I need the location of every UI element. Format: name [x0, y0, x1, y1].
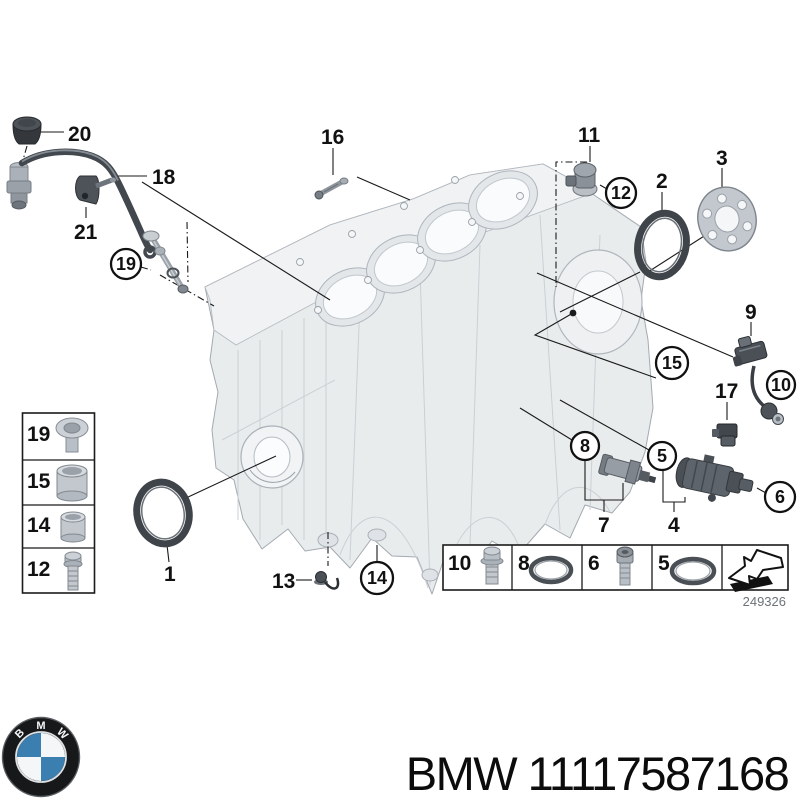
callout-circled-5: 5 [657, 446, 667, 466]
hex-bolt-icon [480, 546, 504, 585]
callout-7: 7 [598, 514, 610, 537]
callout-11: 11 [578, 124, 601, 147]
o-ring-icon-2 [669, 556, 717, 586]
legend-bottom-label-5: 5 [658, 552, 670, 575]
callout-17: 17 [715, 380, 738, 403]
callout-16: 16 [321, 126, 344, 149]
callout-1: 1 [164, 563, 176, 586]
guide-tube-part-19 [142, 230, 189, 294]
logo-letter-m: M [36, 720, 45, 732]
socket-bolt-icon [616, 546, 634, 586]
callout-4: 4 [668, 514, 680, 537]
legend-left-label-19: 19 [27, 423, 50, 446]
engine-block [204, 163, 654, 595]
sensor-part-17 [712, 423, 738, 447]
callout-3: 3 [716, 147, 728, 170]
sensor-part-9 [732, 336, 784, 425]
callout-21: 21 [74, 221, 98, 244]
drawing-number: 249326 [743, 594, 786, 609]
pump-part-4 [675, 454, 754, 502]
flange-part-3 [697, 186, 757, 252]
legend-table-left: 19 15 14 12 [21, 412, 96, 594]
circled-callouts [109, 176, 797, 596]
legend-table-bottom: 10 8 6 5 249326 [442, 544, 789, 609]
long-bolt-icon [63, 551, 83, 591]
seal-ring-part-2 [634, 209, 690, 281]
flanged-bolt-icon [55, 417, 89, 453]
callout-circled-15: 15 [662, 353, 682, 373]
legend-bottom-label-10: 10 [448, 552, 471, 575]
direction-arrow-icon [728, 549, 784, 592]
callout-20: 20 [68, 123, 91, 146]
callout-circled-8: 8 [580, 436, 590, 456]
hook-bolt-part-13 [314, 571, 340, 590]
legend-bottom-label-8: 8 [518, 552, 530, 575]
holder-part-21 [75, 175, 116, 205]
seal-ring-part-1 [133, 478, 193, 548]
callout-circled-14: 14 [367, 568, 387, 588]
legend-left-label-15: 15 [27, 470, 51, 493]
deck-bolt-holes [296, 176, 524, 314]
callout-circled-12: 12 [611, 183, 631, 203]
callout-18: 18 [152, 166, 176, 189]
callouts: 20 18 21 16 11 2 3 9 17 7 4 13 1 19 12 1… [68, 123, 797, 596]
legend-bottom-label-6: 6 [588, 552, 600, 575]
large-sleeve-icon [56, 464, 88, 502]
bmw-roundel-logo: B M W [1, 716, 81, 798]
legend-left-label-14: 14 [27, 514, 51, 537]
callout-13: 13 [272, 570, 295, 593]
callout-9: 9 [745, 301, 757, 324]
o-ring-icon [528, 555, 574, 585]
callout-2: 2 [656, 170, 668, 193]
part-number-text: BMW 11117587168 [406, 747, 789, 800]
callout-circled-6: 6 [775, 487, 785, 507]
sealing-cap-part-20 [12, 116, 42, 145]
small-sleeve-icon [60, 511, 86, 543]
legend-left-label-12: 12 [27, 558, 50, 581]
callout-circled-10: 10 [771, 375, 791, 395]
screw-part-16 [314, 177, 349, 200]
sensor-part-11 [565, 162, 598, 197]
callout-circled-19: 19 [116, 254, 136, 274]
sensor-part-8 [598, 453, 657, 485]
